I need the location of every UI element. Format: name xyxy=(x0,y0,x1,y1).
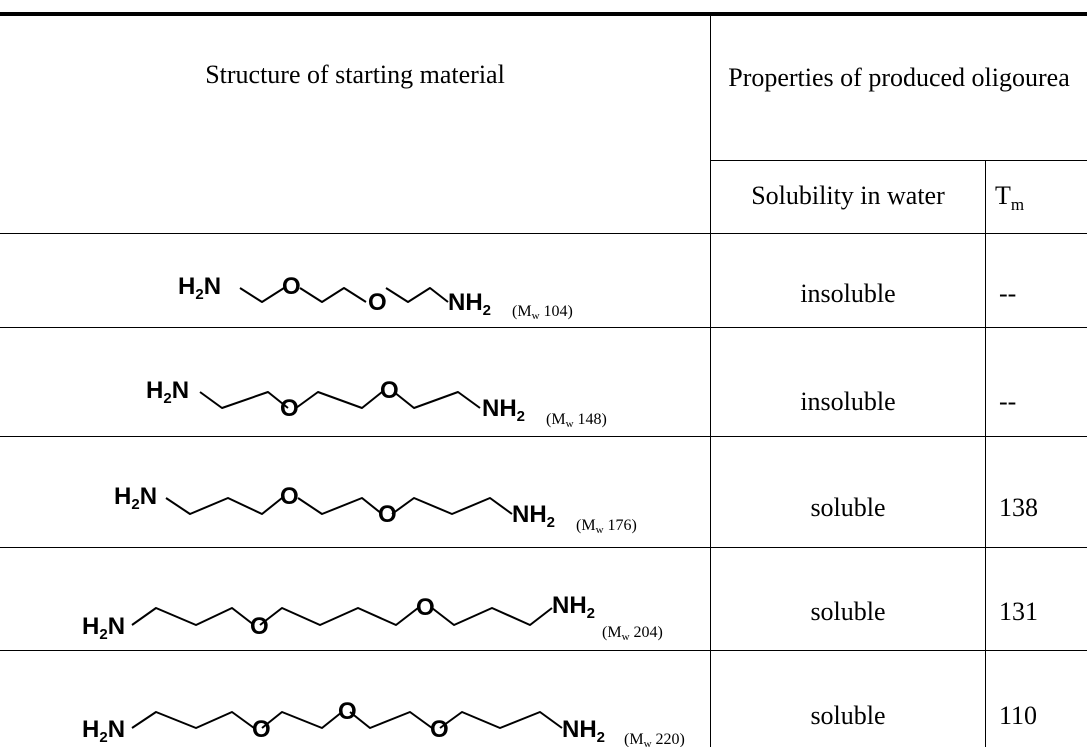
svg-text:(Mw 176): (Mw 176) xyxy=(576,517,637,536)
svg-text:(Mw 104): (Mw 104) xyxy=(512,303,573,322)
svg-text:NH2: NH2 xyxy=(512,501,555,531)
svg-text:(Mw 204): (Mw 204) xyxy=(602,624,663,643)
row-2-solubility: insoluble xyxy=(800,387,896,416)
svg-text:O: O xyxy=(252,716,271,743)
svg-text:O: O xyxy=(416,594,435,621)
svg-text:H2N: H2N xyxy=(114,483,157,513)
molecule-row-2 xyxy=(199,391,481,409)
row-5-solubility: soluble xyxy=(810,701,886,730)
row-5-tm: 110 xyxy=(999,701,1038,730)
svg-text:O: O xyxy=(430,716,449,743)
svg-text:H2N: H2N xyxy=(178,273,221,303)
column-divider-structure xyxy=(710,16,711,747)
molecule-row-4 xyxy=(131,607,553,626)
column-divider-tm xyxy=(985,160,986,747)
svg-text:(Mw 220): (Mw 220) xyxy=(624,731,685,747)
svg-text:O: O xyxy=(380,377,399,404)
molecule-row-5 xyxy=(131,711,563,729)
svg-text:O: O xyxy=(282,273,301,300)
svg-text:NH2: NH2 xyxy=(562,716,605,746)
row-3-tm: 138 xyxy=(999,493,1038,522)
row-2-tm: -- xyxy=(999,387,1017,416)
row-3-solubility: soluble xyxy=(810,493,886,522)
row-rule-3 xyxy=(0,547,1087,548)
molecule-row-1 xyxy=(239,287,449,303)
row-1-solubility: insoluble xyxy=(800,279,896,308)
svg-text:NH2: NH2 xyxy=(448,289,491,319)
svg-text:(Mw 148): (Mw 148) xyxy=(546,411,607,430)
svg-text:NH2: NH2 xyxy=(482,395,525,425)
header-bottom-rule xyxy=(0,233,1087,234)
svg-text:O: O xyxy=(280,483,299,510)
svg-text:H2N: H2N xyxy=(146,377,189,407)
header-subrule xyxy=(710,160,1087,161)
svg-text:H2N: H2N xyxy=(82,716,125,746)
molecule-row-3 xyxy=(165,497,513,515)
header-tm: Tm xyxy=(995,181,1025,215)
svg-text:H2N: H2N xyxy=(82,613,125,643)
header-properties: Properties of produced oligourea xyxy=(728,63,1070,92)
structure-svg: H2N O O NH2 (Mw 104) H2N O O NH2 (Mw 148… xyxy=(82,273,685,747)
svg-text:O: O xyxy=(378,501,397,528)
row-rule-1 xyxy=(0,327,1087,328)
svg-text:NH2: NH2 xyxy=(552,592,595,622)
header-structure: Structure of starting material xyxy=(205,60,505,89)
row-4-solubility: soluble xyxy=(810,597,886,626)
row-4-tm: 131 xyxy=(999,597,1038,626)
svg-text:O: O xyxy=(338,698,357,725)
svg-text:O: O xyxy=(368,289,387,316)
row-rule-2 xyxy=(0,436,1087,437)
svg-text:O: O xyxy=(280,395,299,422)
row-rule-4 xyxy=(0,650,1087,651)
svg-text:O: O xyxy=(250,613,269,640)
table-top-rule xyxy=(0,12,1087,16)
row-1-tm: -- xyxy=(999,279,1017,308)
header-solubility: Solubility in water xyxy=(751,181,945,210)
